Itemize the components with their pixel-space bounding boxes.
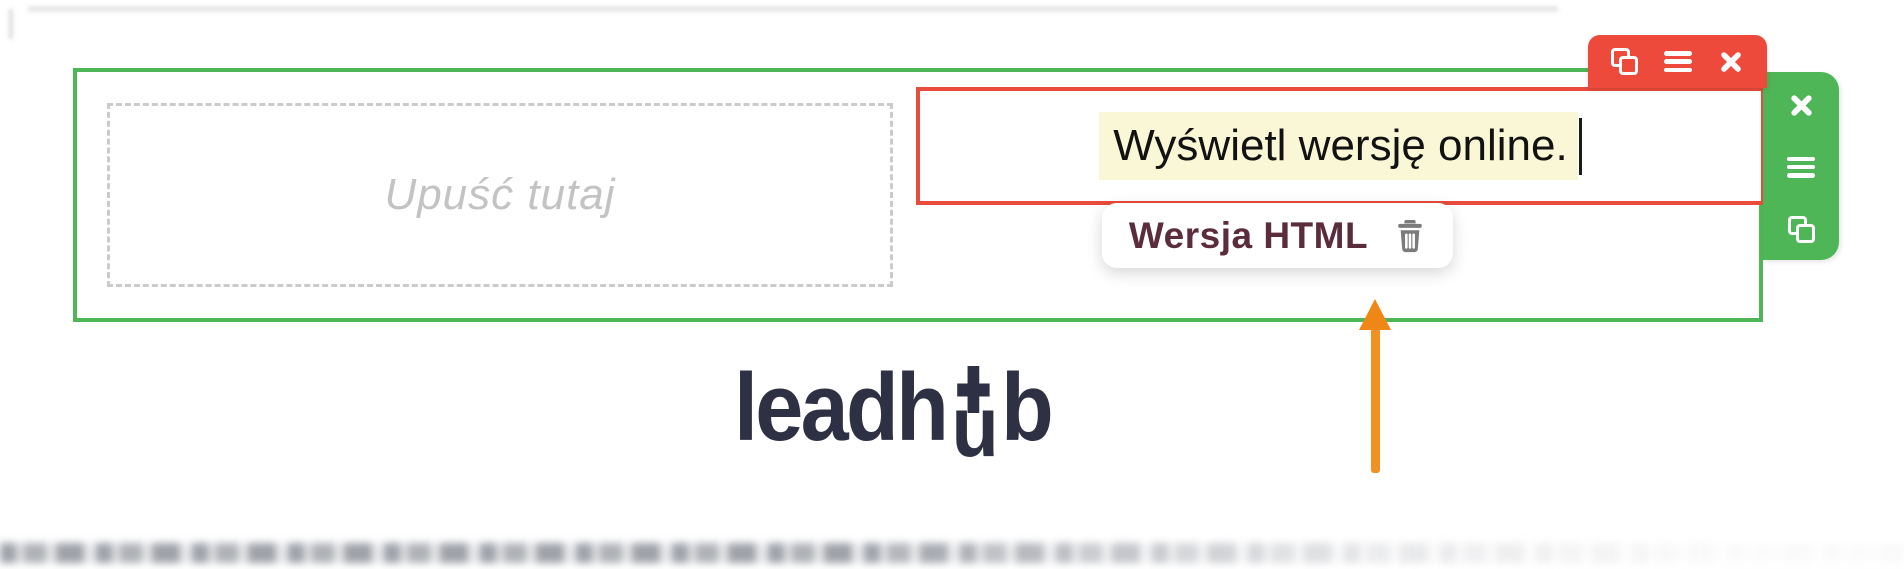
text-element-content[interactable]: Wyświetl wersję online.: [1099, 112, 1578, 180]
copy-icon: [1787, 215, 1815, 243]
leadhub-logo: leadh u b: [734, 360, 1054, 471]
element-label-chip: Wersja HTML: [1102, 203, 1453, 268]
text-cursor: [1578, 117, 1582, 175]
blurred-next-section-strip: [0, 537, 1904, 569]
page-top-edge-smudge: [28, 7, 1558, 11]
copy-icon: [1610, 48, 1638, 75]
trash-icon: [1398, 219, 1422, 252]
logo-text-u: u: [951, 379, 999, 475]
close-icon: [1790, 94, 1812, 116]
logo-text-right: b: [1001, 354, 1054, 461]
page-left-edge-smudge: [9, 9, 13, 39]
dropzone-placeholder: Upuść tutaj: [384, 170, 616, 219]
element-label: Wersja HTML: [1128, 214, 1369, 256]
row-close-button[interactable]: [1784, 88, 1818, 122]
element-copy-button[interactable]: [1607, 45, 1641, 79]
menu-icon: [1787, 156, 1815, 178]
dropzone[interactable]: Upuść tutaj: [107, 103, 893, 287]
menu-icon: [1663, 51, 1692, 72]
row-copy-button[interactable]: [1784, 212, 1818, 246]
element-close-button[interactable]: [1714, 45, 1748, 79]
element-delete-button[interactable]: [1394, 218, 1426, 254]
arrow-up-icon: [1359, 299, 1391, 330]
annotation-arrow-shaft: [1371, 324, 1380, 473]
element-toolbar: [1588, 35, 1767, 88]
logo-text-left: leadh: [734, 354, 949, 461]
logo-hub-stack: u: [950, 360, 999, 470]
text-element[interactable]: Wyświetl wersję online.: [916, 87, 1765, 205]
element-menu-button[interactable]: [1661, 45, 1695, 79]
close-icon: [1721, 51, 1741, 72]
row-menu-button[interactable]: [1784, 150, 1818, 184]
row-toolbar: [1763, 72, 1839, 260]
